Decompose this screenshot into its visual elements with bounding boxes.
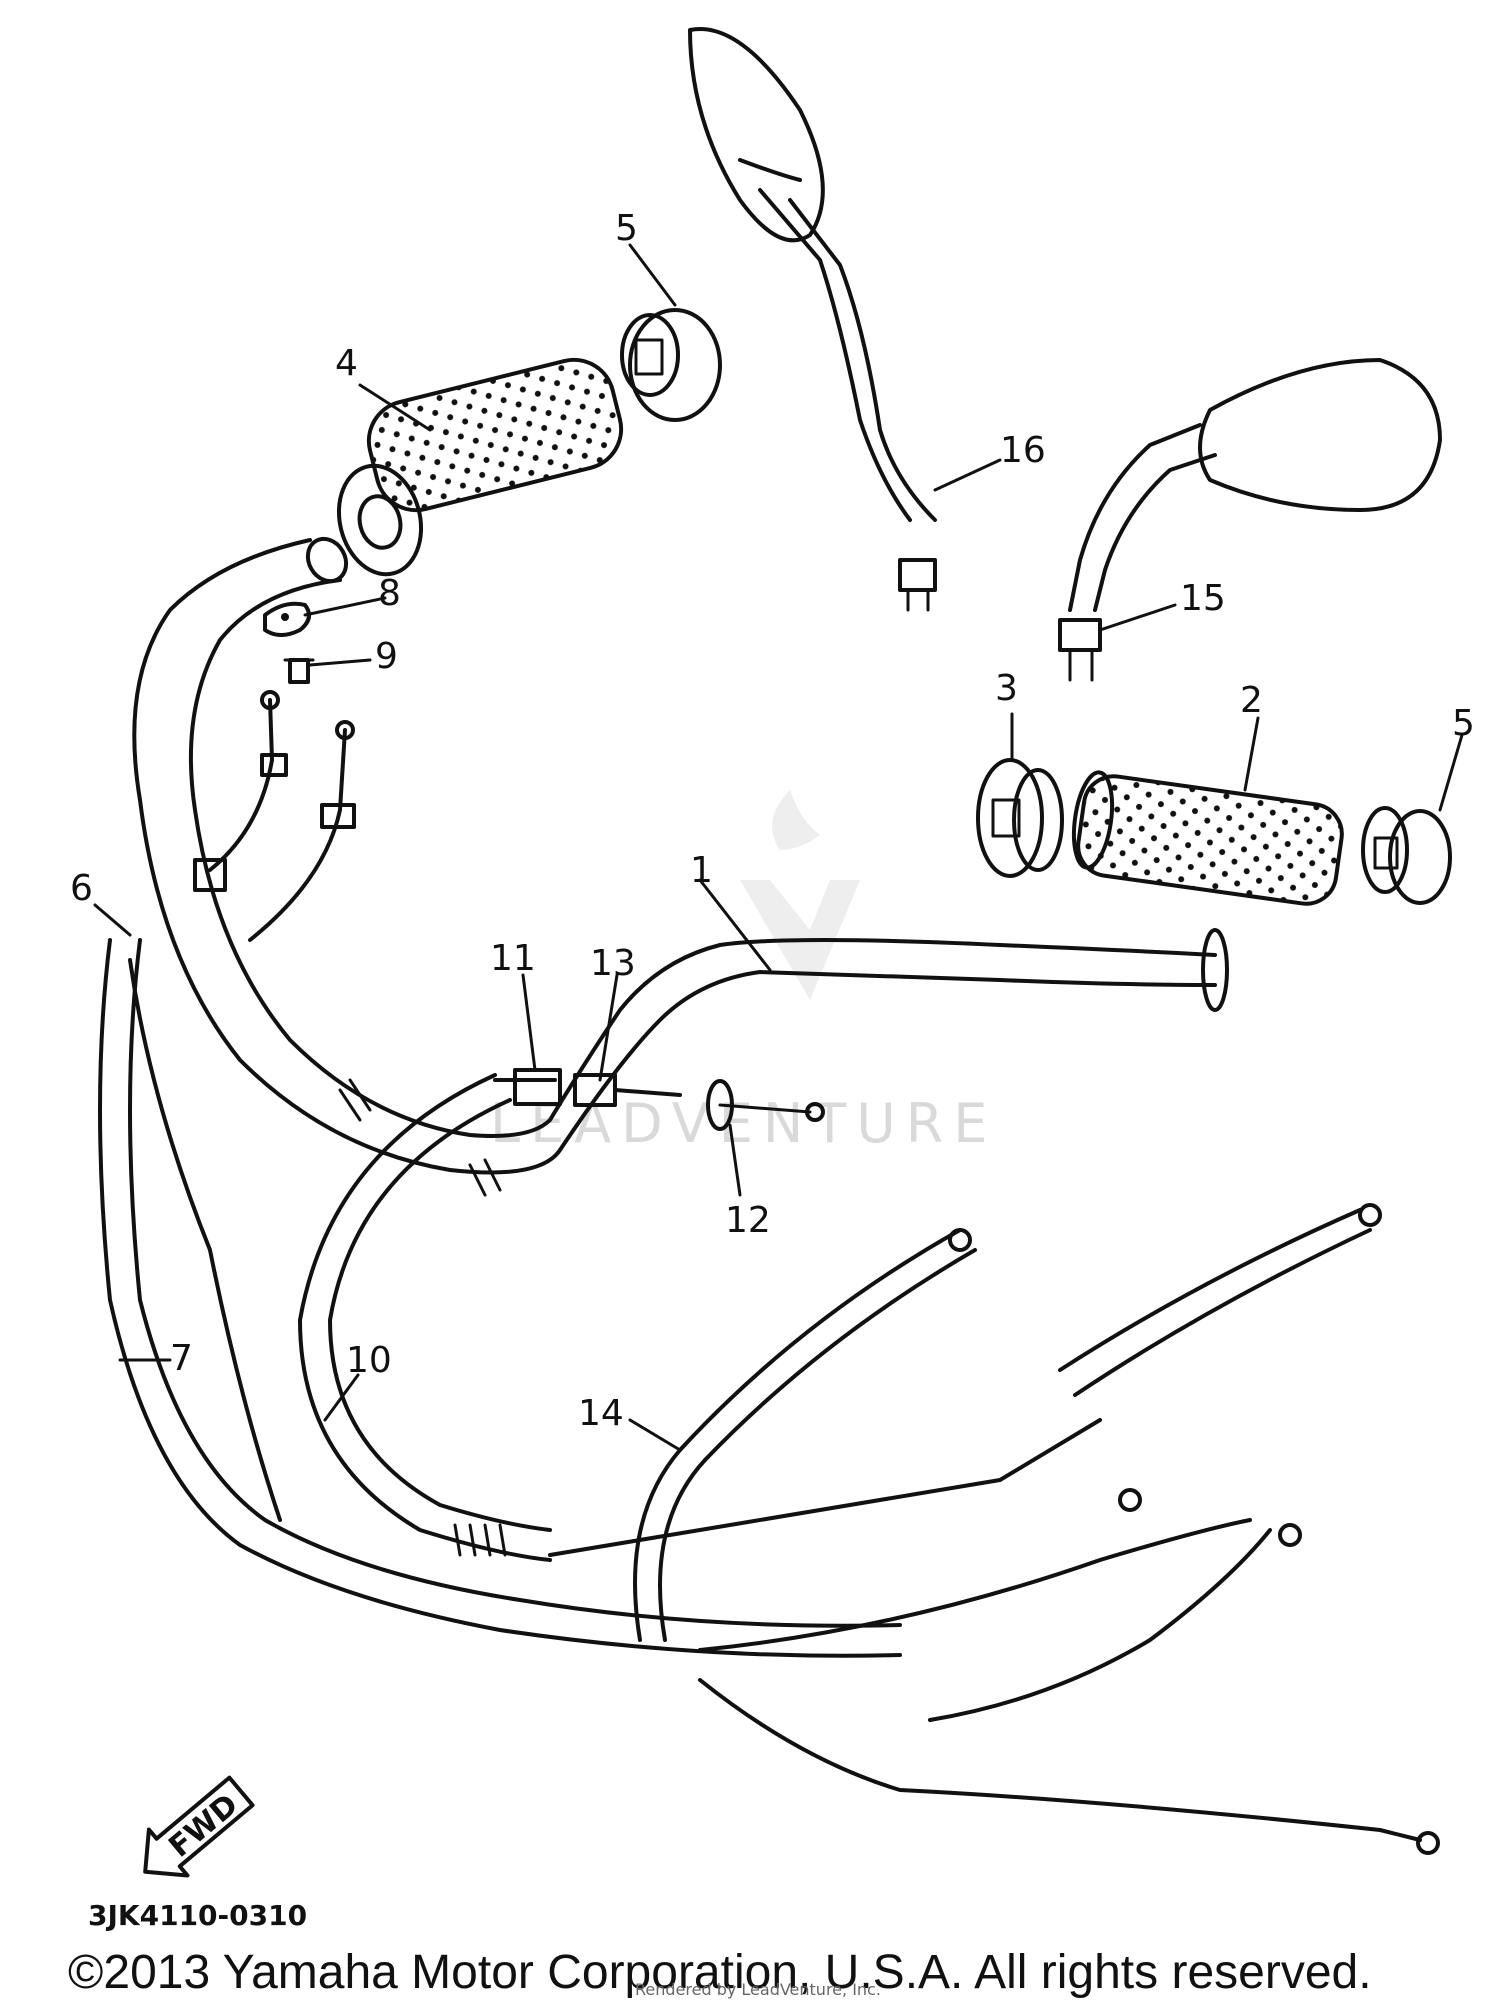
cable-long-right	[1058, 1203, 1382, 1397]
watermark-text: LEADVENTURE	[490, 1092, 997, 1155]
mirror-right	[1058, 358, 1442, 682]
callout-6: 6	[70, 868, 93, 909]
callout-11: 11	[490, 938, 536, 979]
callout-14: 14	[578, 1393, 624, 1434]
callout-9: 9	[375, 636, 398, 677]
callout-8: 8	[378, 573, 401, 614]
cable-adjuster	[493, 1068, 825, 1131]
callout-13: 13	[590, 943, 636, 984]
callout-4: 4	[335, 343, 358, 384]
callout-3: 3	[995, 668, 1018, 709]
callout-15: 15	[1180, 578, 1226, 619]
handlebar	[132, 536, 1229, 1197]
screw	[283, 658, 315, 684]
callout-12: 12	[725, 1200, 771, 1241]
cable-6-7	[98, 938, 902, 1658]
drawing-code: 3JK4110-0310	[88, 1899, 307, 1932]
callout-2: 2	[1240, 680, 1263, 721]
callout-5-left: 5	[615, 208, 638, 249]
watermark-logo	[740, 790, 860, 1000]
switch-wires	[193, 690, 356, 942]
callout-7: 7	[170, 1338, 193, 1379]
leader-lines	[93, 243, 1464, 1452]
grip-end-right	[1361, 806, 1452, 905]
callout-10: 10	[346, 1340, 392, 1381]
callout-16: 16	[1000, 430, 1046, 471]
right-grip	[1071, 770, 1344, 906]
cable-10	[298, 1073, 1102, 1562]
fwd-arrow: FWD	[143, 1775, 255, 1878]
throttle-cap	[976, 758, 1064, 878]
plate	[263, 601, 311, 637]
callouts: 1 2 3 4 5 5 6 7 8 9 10 11 12 13 14 15 16	[70, 208, 1475, 1434]
mirror-left	[688, 27, 937, 612]
cable-14	[633, 1228, 977, 1642]
callout-1: 1	[690, 850, 713, 891]
copyright: ©2013 Yamaha Motor Corporation, U.S.A. A…	[68, 1946, 1372, 1999]
watermark-note: Rendered by LeadVenture, Inc.	[635, 1980, 881, 1999]
cable-lower-right	[698, 1488, 1440, 1855]
callout-5-right: 5	[1452, 703, 1475, 744]
grip-end-left	[620, 308, 722, 422]
left-grip	[336, 357, 624, 577]
